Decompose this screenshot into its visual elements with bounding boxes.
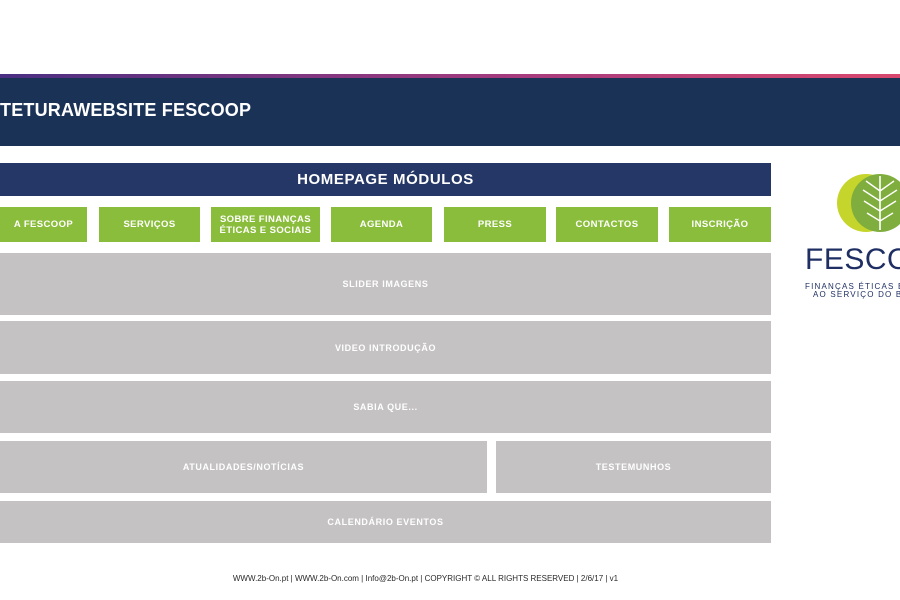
homepage-modules-title: HOMEPAGE MÓDULOS	[0, 163, 771, 196]
leaf-logo-icon	[837, 174, 900, 232]
nav-item-servicos[interactable]: SERVIÇOS	[99, 207, 200, 242]
footer-copyright: WWW.2b-On.pt | WWW.2b-On.com | Info@2b-O…	[232, 574, 619, 583]
logo-tagline-line-1: FINANÇAS ÉTICAS E	[805, 282, 900, 291]
module-slider-imagens: SLIDER IMAGENS	[0, 253, 771, 315]
logo-tagline-line-2: AO SERVIÇO DO BE	[813, 290, 900, 299]
nav-item-contactos[interactable]: CONTACTOS	[556, 207, 658, 242]
nav-item-agenda[interactable]: AGENDA	[331, 207, 432, 242]
module-sabia-que: SABIA QUE...	[0, 381, 771, 433]
module-video-introducao: VIDEO INTRODUÇÃO	[0, 321, 771, 374]
module-testemunhos: TESTEMUNHOS	[496, 441, 771, 493]
nav-item-financas-eticas[interactable]: SOBRE FINANÇAS ÉTICAS E SOCIAIS	[211, 207, 320, 242]
module-calendario-eventos: CALENDÁRIO EVENTOS	[0, 501, 771, 543]
module-atualidades-noticias: ATUALIDADES/NOTÍCIAS	[0, 441, 487, 493]
header-band	[0, 78, 900, 146]
nav-item-inscricao[interactable]: INSCRIÇÃO	[669, 207, 771, 242]
nav-item-a-fescoop[interactable]: A FESCOOP	[0, 207, 87, 242]
accent-gradient-line	[0, 74, 900, 78]
fescoop-logo: FESCO FINANÇAS ÉTICAS E AO SERVIÇO DO BE	[800, 165, 900, 305]
nav-item-press[interactable]: PRESS	[444, 207, 546, 242]
logo-wordmark: FESCO	[805, 243, 900, 276]
page-title: TETURAWEBSITE FESCOOP	[0, 100, 252, 120]
